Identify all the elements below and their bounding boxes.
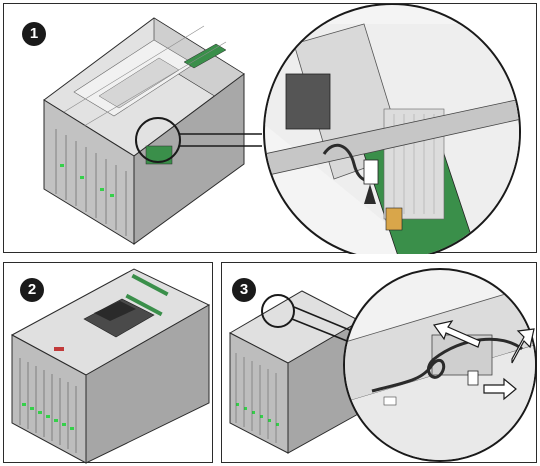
server-chassis-icon (43, 17, 245, 245)
step-3-badge: 3 (232, 278, 256, 302)
step-3-illustration (228, 268, 537, 462)
step-2-illustration (10, 268, 211, 464)
server-chassis-icon (10, 268, 211, 464)
callout-ring (135, 117, 181, 163)
magnifier-callout-icon (263, 4, 521, 254)
step-2-panel: 2 (3, 262, 213, 464)
step-1-badge: 1 (22, 22, 46, 46)
step-3-panel: 3 (221, 262, 537, 463)
magnifier-callout-icon (343, 268, 537, 462)
step-1-panel: 1 (3, 3, 537, 254)
direction-arrow-icon (432, 320, 535, 401)
step-2-badge: 2 (20, 278, 44, 302)
server-chassis-icon (228, 290, 362, 454)
callout-ring (261, 294, 295, 328)
step-1-illustration (43, 4, 521, 254)
